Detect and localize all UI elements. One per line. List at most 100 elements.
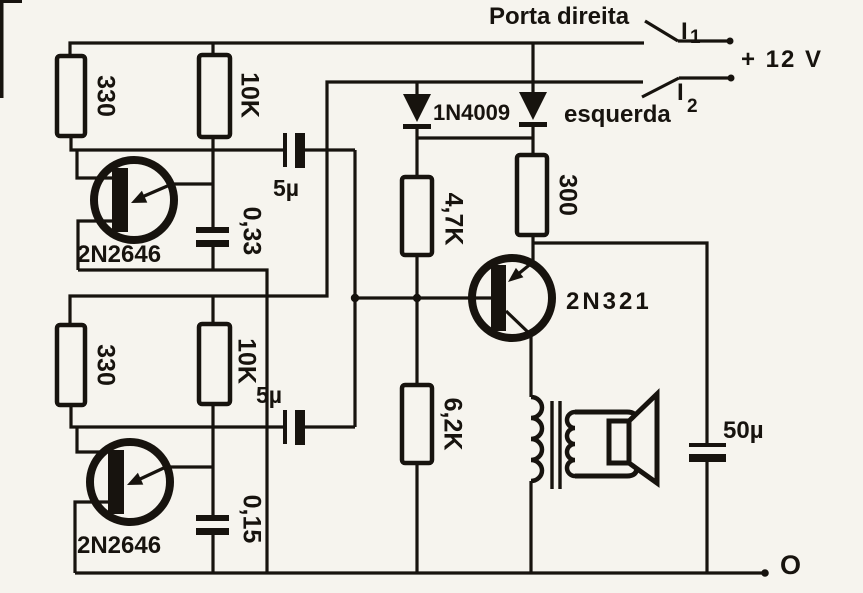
label-switch-i2-sub: 2 bbox=[687, 96, 698, 117]
transformer-primary-coil bbox=[530, 394, 545, 484]
switch-i2-blade bbox=[641, 76, 680, 99]
diode-pair-label: 1N4009 bbox=[433, 100, 510, 125]
transistor-emitter-shaft bbox=[141, 182, 173, 199]
wires bbox=[68, 41, 765, 575]
transistor-q1-2n2646: 2N2646 bbox=[77, 156, 178, 268]
capacitor-value: 5µ bbox=[256, 382, 282, 408]
wire-osc2-b2 bbox=[75, 427, 108, 454]
capacitor-c3-015: 0,15 bbox=[196, 495, 265, 544]
resistor-value: 10K bbox=[235, 72, 263, 118]
resistor-r4-10k-bottom: 10K bbox=[196, 321, 260, 407]
capacitor-plate bbox=[196, 528, 229, 535]
transistor-q2-2n2646: 2N2646 bbox=[77, 438, 174, 559]
transistor-q3-2n321: 2N321 bbox=[468, 254, 652, 342]
transistor-emitter-arrow bbox=[508, 267, 524, 282]
capacitor-c5-50u: 50µ bbox=[689, 417, 764, 462]
speaker-icon bbox=[575, 388, 660, 488]
transistor-label: 2N2646 bbox=[77, 532, 161, 559]
label-esquerda: esquerda bbox=[564, 101, 671, 128]
diode-d1-1n4009 bbox=[403, 94, 431, 129]
transistor-circle bbox=[86, 438, 174, 526]
resistor-body bbox=[514, 152, 550, 238]
capacitor-plate bbox=[283, 410, 287, 444]
resistor-body bbox=[196, 52, 233, 140]
capacitor-value: 50µ bbox=[723, 417, 764, 444]
scan-artifact bbox=[0, 0, 22, 98]
labels: Porta direita esquerda + 12 V I 1 I 2 O bbox=[489, 3, 823, 580]
diode-d2-1n4009 bbox=[519, 92, 547, 127]
resistor-value: 330 bbox=[91, 75, 119, 117]
resistor-body bbox=[54, 53, 88, 139]
switch-i2 bbox=[641, 74, 735, 99]
junction-dot bbox=[350, 293, 360, 303]
transistor-base-bar bbox=[491, 265, 506, 331]
resistor-value: 300 bbox=[553, 174, 581, 216]
speaker-cone bbox=[626, 388, 660, 488]
resistor-r5-4k7: 4,7K bbox=[399, 174, 467, 258]
transformer-secondary-coil bbox=[564, 409, 576, 479]
label-switch-i2: I bbox=[677, 79, 684, 106]
wire-osc1-ground bbox=[78, 268, 269, 573]
wire-rail-i1 bbox=[68, 41, 644, 56]
scan-edge-mark bbox=[0, 0, 4, 98]
switch-i1-blade bbox=[644, 19, 679, 43]
wire-osc1-node bbox=[69, 136, 283, 152]
switch-i1-terminal-dot bbox=[726, 37, 734, 45]
switch-i2-terminal-dot bbox=[727, 74, 735, 82]
label-output-terminal: O bbox=[780, 550, 801, 580]
resistor-body bbox=[399, 174, 435, 258]
scan-edge-mark-top bbox=[0, 0, 22, 3]
capacitor-plate bbox=[196, 240, 229, 247]
switch-i1 bbox=[644, 19, 734, 45]
transistor-emitter-arrow bbox=[127, 472, 144, 485]
diode-triangle bbox=[403, 94, 431, 122]
capacitor-c4-5u-bottom: 5µ bbox=[256, 382, 305, 445]
resistor-r7-300: 300 bbox=[514, 152, 581, 238]
resistor-body bbox=[54, 322, 88, 408]
capacitor-plate bbox=[196, 515, 229, 521]
transistor-label: 2N2646 bbox=[77, 241, 161, 268]
resistor-r6-6k2: 6,2K bbox=[399, 382, 466, 466]
resistor-r1-330-top: 330 bbox=[54, 53, 119, 139]
capacitor-value: 0,33 bbox=[237, 207, 265, 256]
label-supply-voltage: + 12 V bbox=[741, 46, 823, 73]
transistor-emitter-shaft bbox=[137, 464, 169, 482]
transistor-circle bbox=[90, 156, 178, 244]
speaker-driver bbox=[606, 418, 632, 466]
resistor-value: 10K bbox=[232, 338, 260, 384]
diode-triangle bbox=[519, 92, 547, 120]
capacitor-c2-5u-top: 5µ bbox=[273, 133, 305, 201]
transistor-emitter-arrow bbox=[131, 190, 148, 203]
transistor-label: 2N321 bbox=[566, 288, 652, 315]
wire-emitter-node bbox=[533, 241, 709, 443]
transistor-base-bar bbox=[112, 168, 128, 232]
capacitor-value: 0,15 bbox=[237, 495, 265, 544]
diode-cathode-bar bbox=[403, 124, 431, 129]
resistor-r3-330-bottom: 330 bbox=[54, 322, 119, 408]
resistor-r2-10k-top: 10K bbox=[196, 52, 263, 140]
resistor-value: 6,2K bbox=[438, 398, 466, 451]
capacitor-plate bbox=[689, 454, 726, 462]
junction-dots bbox=[350, 293, 769, 577]
label-porta-direita: Porta direita bbox=[489, 3, 630, 30]
capacitor-plate bbox=[283, 133, 287, 167]
transformer bbox=[530, 394, 576, 489]
capacitor-plate bbox=[295, 133, 305, 168]
capacitor-c1-033: 0,33 bbox=[196, 207, 265, 256]
resistor-value: 330 bbox=[91, 344, 119, 386]
diode-cathode-bar bbox=[519, 122, 547, 127]
capacitor-plate bbox=[295, 410, 305, 445]
transistor-base-bar bbox=[108, 450, 124, 514]
resistor-body bbox=[196, 321, 233, 407]
label-switch-i1: I bbox=[681, 18, 688, 45]
junction-dot bbox=[412, 293, 422, 303]
capacitor-plate bbox=[689, 443, 726, 447]
capacitor-plate bbox=[196, 227, 229, 233]
label-switch-i1-sub: 1 bbox=[690, 27, 701, 48]
wire-osc2-node bbox=[69, 405, 283, 429]
wire-rail-i2 bbox=[68, 80, 643, 325]
resistor-value: 4,7K bbox=[439, 193, 467, 246]
resistor-body bbox=[399, 382, 435, 466]
transistor-collector-lead bbox=[504, 309, 533, 337]
